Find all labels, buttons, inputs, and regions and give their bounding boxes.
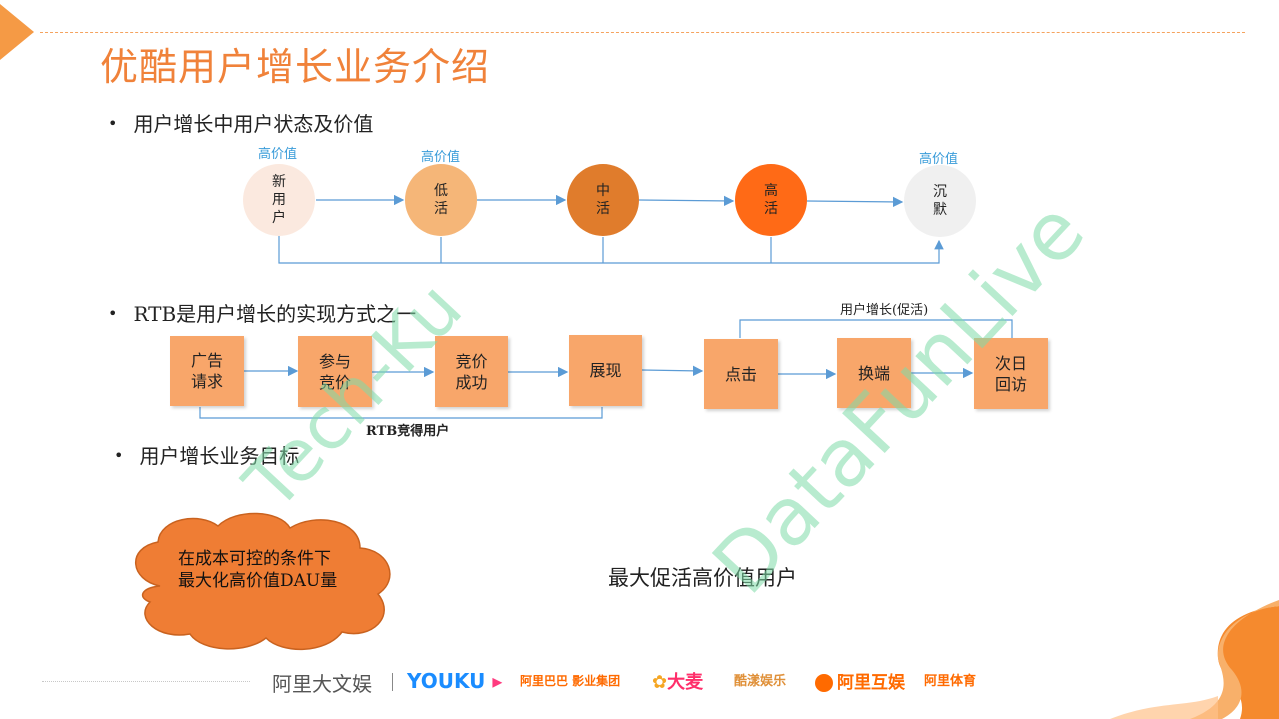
logo-youku-text: YOUKU: [407, 669, 486, 693]
high-value-label-silent: 高价值: [919, 152, 959, 167]
state-mid-active: 中 活: [567, 164, 639, 236]
goal-cloud-line2: 最大化高价值DAU量: [178, 571, 338, 591]
bullet-goal-text: 用户增长业务目标: [139, 444, 300, 468]
bullet-user-state: •用户增长中用户状态及价值: [108, 112, 374, 136]
bullet-rtb: •RTB是用户增长的实现方式之一: [108, 302, 417, 326]
page-title: 优酷用户增长业务介绍: [100, 45, 491, 89]
rtb-won-users-label: RTB竞得用户: [366, 424, 450, 439]
bullet-user-state-text: 用户增长中用户状态及价值: [133, 112, 374, 136]
logo-ali-sports: 阿里体育: [924, 670, 976, 689]
goal-side-text: 最大促活高价值用户: [608, 566, 797, 590]
state-new-user-label: 新 用 户: [272, 174, 286, 226]
footer-divider: [42, 681, 250, 682]
state-new-user: 新 用 户: [243, 164, 315, 236]
rtb-click-label: 点击: [724, 364, 757, 384]
corner-wave-bottom-right: [1110, 600, 1279, 719]
bullet-rtb-text: RTB是用户增长的实现方式之一: [133, 302, 417, 326]
state-mid-active-label: 中 活: [596, 183, 610, 217]
high-value-label-low: 高价值: [421, 150, 461, 165]
logo-youku: YOUKU ▸: [407, 669, 503, 693]
rtb-display-label: 展现: [589, 361, 622, 380]
rtb-bid-success-label: 竞价 成功: [455, 351, 488, 392]
state-silent: 沉 默: [904, 165, 976, 237]
logo-kuyang-text: 酷漾娱乐: [734, 674, 787, 689]
state-low-active-label: 低 活: [434, 183, 448, 217]
rtb-switch-end: 换端: [837, 338, 911, 408]
rtb-ad-request: 广告 请求: [170, 336, 244, 406]
rtb-next-day-visit: 次日 回访: [974, 338, 1048, 409]
footer-brand: 阿里大文娱: [272, 672, 372, 696]
logo-alibaba-pictures-text: 阿里巴巴 影业集团: [520, 674, 621, 688]
high-value-label-new: 高价值: [258, 147, 298, 162]
goal-cloud-line1: 在成本可控的条件下: [178, 549, 331, 569]
title-divider-line: [40, 32, 1245, 33]
logo-kuyang: 酷漾娱乐: [734, 670, 786, 689]
goal-cloud-shape: [135, 512, 391, 650]
rtb-join-bid: 参与 竞价: [298, 336, 372, 407]
rtb-switch-end-label: 换端: [857, 363, 890, 383]
user-growth-label: 用户增长(促活): [840, 303, 929, 318]
logo-alibaba-pictures: 阿里巴巴 影业集团: [520, 672, 620, 689]
rtb-ad-request-label: 广告 请求: [190, 351, 223, 391]
state-high-active-label: 高 活: [764, 183, 778, 217]
state-low-active: 低 活: [405, 164, 477, 236]
rtb-click: 点击: [704, 339, 778, 409]
rtb-display: 展现: [569, 335, 642, 406]
logo-ali-huyu: 阿里互娱: [815, 668, 905, 693]
state-silent-label: 沉 默: [933, 184, 947, 218]
logo-ali-huyu-text: 阿里互娱: [837, 673, 905, 693]
rtb-bid-success: 竞价 成功: [435, 336, 508, 407]
goal-cloud-text: 在成本可控的条件下 最大化高价值DAU量: [178, 548, 337, 592]
logo-ali-sports-text: 阿里体育: [924, 674, 977, 689]
rtb-next-day-visit-label: 次日 回访: [994, 353, 1027, 394]
bullet-goal: •用户增长业务目标: [114, 444, 300, 468]
state-high-active: 高 活: [735, 164, 807, 236]
logo-damai: ✿大麦: [652, 672, 704, 693]
rtb-join-bid-label: 参与 竞价: [318, 351, 351, 392]
corner-triangle-top-left: [0, 4, 34, 60]
footer-separator-bar: [392, 673, 393, 691]
logo-damai-text: 大麦: [667, 672, 704, 693]
